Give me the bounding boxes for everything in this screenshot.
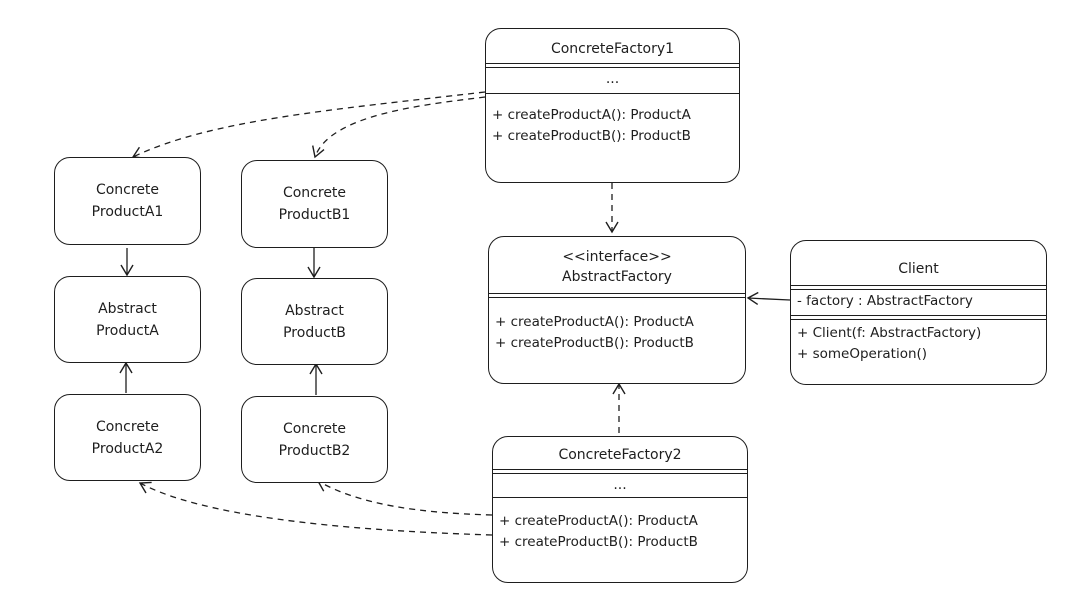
abstract-product-a-box[interactable]: Abstract ProductA [54, 276, 201, 363]
method-create-product-b: + createProductB(): ProductB [499, 534, 698, 550]
concrete-factory2-class[interactable]: ConcreteFactory2 ... + createProductA():… [492, 436, 748, 583]
box-label-line-2: ProductB [283, 324, 346, 341]
class-title: Client [898, 261, 939, 277]
dep-factory1-to-a1 [131, 91, 486, 159]
class-methods: + createProductA(): ProductA + createPro… [495, 312, 741, 354]
method-create-product-b: + createProductB(): ProductB [495, 335, 694, 351]
class-divider [486, 63, 739, 68]
class-methods: + createProductA(): ProductA + createPro… [499, 511, 743, 553]
box-label-line-1: Concrete [282, 420, 347, 437]
dep-factory2-to-b2 [316, 480, 493, 516]
method-create-product-a: + createProductA(): ProductA [495, 314, 694, 330]
box-label-line-1: Concrete [95, 182, 160, 198]
class-divider [493, 469, 747, 474]
box-label-line-2: ProductA1 [91, 204, 164, 220]
class-fields: ... [605, 71, 620, 87]
class-fields: - factory : AbstractFactory [797, 291, 1042, 312]
class-title: ConcreteFactory2 [558, 447, 682, 463]
assoc-client-to-abstract [746, 291, 791, 306]
dep-factory1-to-b1 [312, 96, 486, 159]
method-create-product-a: + createProductA(): ProductA [492, 107, 691, 123]
method-create-product-a: + createProductA(): ProductA [499, 513, 698, 529]
concrete-factory1-class[interactable]: ConcreteFactory1 ... + createProductA():… [485, 28, 740, 183]
concrete-product-a2-box[interactable]: Concrete ProductA2 [54, 394, 201, 481]
method-some-operation: + someOperation() [797, 346, 928, 362]
abstract-factory-interface[interactable]: <<interface>> AbstractFactory + createPr… [488, 236, 746, 384]
class-divider [791, 285, 1046, 290]
dep-factory2-to-a2 [138, 481, 493, 536]
box-label-line-2: ProductA2 [91, 440, 164, 457]
concrete-product-b1-box[interactable]: Concrete ProductB1 [241, 160, 388, 248]
class-divider [489, 293, 745, 298]
concrete-product-a1-box[interactable]: Concrete ProductA1 [54, 157, 201, 245]
class-divider [493, 497, 747, 498]
box-label-line-2: ProductB2 [278, 442, 351, 459]
class-divider [486, 93, 739, 94]
box-label-line-2: ProductA [96, 322, 159, 339]
class-methods: + Client(f: AbstractFactory) + someOpera… [797, 323, 1042, 365]
abstract-product-b-box[interactable]: Abstract ProductB [241, 278, 388, 365]
box-label-line-1: Abstract [98, 300, 157, 317]
box-label-line-1: Concrete [95, 418, 160, 435]
class-methods: + createProductA(): ProductA + createPro… [492, 105, 735, 147]
class-divider [791, 315, 1046, 320]
box-label-line-2: ProductB1 [278, 207, 351, 223]
class-title: ConcreteFactory1 [550, 41, 675, 57]
method-client-constructor: + Client(f: AbstractFactory) [797, 325, 982, 341]
box-label-line-1: Abstract [285, 302, 344, 319]
method-create-product-b: + createProductB(): ProductB [492, 128, 691, 144]
concrete-product-b2-box[interactable]: Concrete ProductB2 [241, 396, 388, 483]
client-class[interactable]: Client - factory : AbstractFactory + Cli… [790, 240, 1047, 385]
class-title: AbstractFactory [562, 269, 672, 285]
box-label-line-1: Concrete [282, 185, 347, 201]
field-factory: - factory : AbstractFactory [797, 293, 973, 309]
stereotype-label: <<interface>> [562, 249, 672, 265]
class-fields: ... [613, 477, 627, 493]
